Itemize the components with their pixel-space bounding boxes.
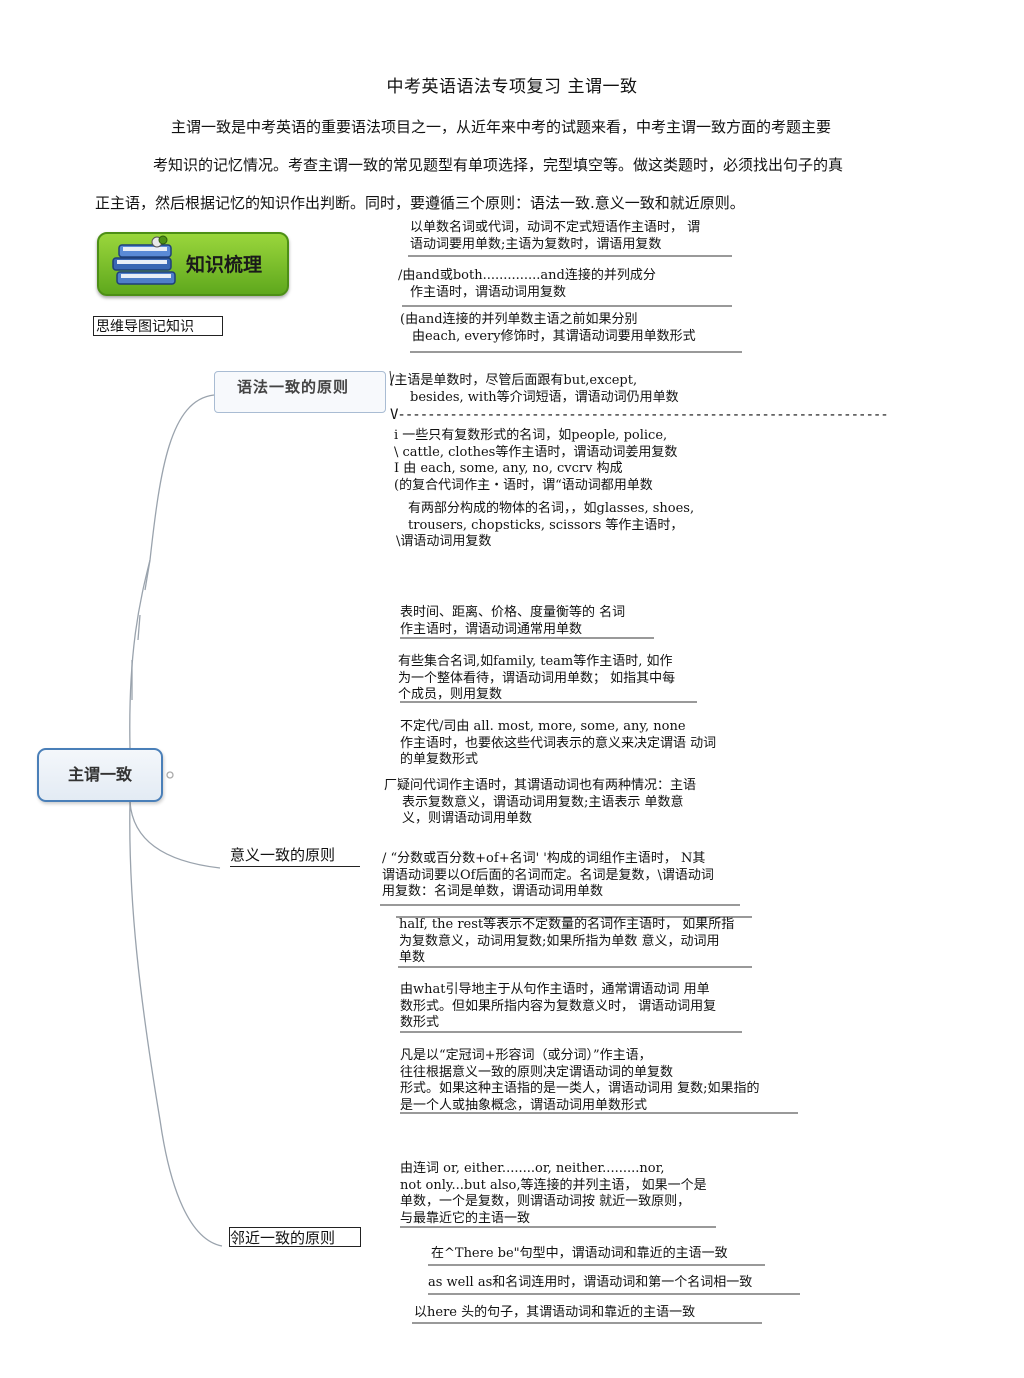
note-line: 形式。如果这种主语指的是一类人，谓语动词用 复数;如果指的 [400,1081,760,1096]
root-node: 主谓一致 [37,748,163,802]
note-line: 数形式 [400,1015,440,1030]
note-line: 厂疑问代词作主语时，其谓语动词也有两种情况：主语 [384,778,697,793]
note-line: 由连词 or, either........or, neither.......… [400,1161,665,1176]
note-line: 是一个人或抽象概念，谓语动词用单数形式 [400,1097,648,1113]
note-line: 表示复数意义，谓语动词用复数;主语表示 单数意 [402,794,684,810]
divider-dashes: V---------------------------------------… [390,407,889,423]
note-line: 为一个整体看待，谓语动词用单数； 如指其中每 [398,670,676,686]
note-grammar-4: /主语是单数时，尽管后面跟有but,except, besides, with等… [390,373,679,406]
note-line: /主语是单数时，尽管后面跟有but,except, [390,373,638,388]
note-line: / “分数或百分数+of+名词' '构成的词组作主语时， N其 [382,851,706,866]
note-line: \ cattle, clothes等作主语时，谓语动词姜用复数 [394,444,678,460]
note-proximity-3: as well as和名词连用时，谓语动词和第一个名词相一致 [428,1275,753,1290]
note-line: 个成员，则用复数 [398,687,503,702]
note-grammar-1: 以单数名词或代词，动词不定式短语作主语时， 谓 语动词要用单数;主语为复数时，谓… [410,220,700,253]
note-proximity-1: 由连词 or, either........or, neither.......… [400,1161,707,1227]
note-grammar-3: (由and连接的并列单数主语之前如果分别 由each, every修饰时，其谓语… [400,312,696,345]
note-grammar-5: i 一些只有复数形式的名词，如people, police, \ cattle,… [394,428,677,494]
note-line: 语动词要用单数;主语为复数时，谓语用复数 [410,236,662,252]
note-line: 的单复数形式 [400,752,479,767]
note-line: 表时间、距离、价格、度量衡等的 名词 [400,605,626,620]
note-line: 与最靠近它的主语一致 [400,1210,531,1226]
note-line: 作主语时，谓语动词用复数 [410,284,567,300]
intro-line: 正主语，然后根据记忆的知识作出判断。同时，要遵循三个原则：语法一致.意义一致和就… [95,194,745,212]
note-grammar-6: 有两部分构成的物体的名词，，如glasses, shoes, trousers,… [396,501,694,551]
note-line: 单数，一个是复数，则谓语动词按 就近一致原则， [400,1194,691,1209]
note-line: 单数 [399,950,426,965]
note-meaning-4: 厂疑问代词作主语时，其谓语动词也有两种情况：主语 表示复数意义，谓语动词用复数;… [384,778,696,828]
note-line: 不定代/司由 all. most, more, some, any, none [400,719,686,734]
note-line: 有些集合名词,如family, team等作主语时, 如作 [398,654,673,669]
note-line: 有两部分构成的物体的名词，，如glasses, shoes, [408,501,695,516]
note-meaning-3: 不定代/司由 all. most, more, some, any, none … [400,719,716,769]
badge-label: 知识梳理 [186,254,263,276]
note-line: (由and连接的并列单数主语之前如果分别 [400,312,638,327]
note-proximity-2: 在^There be"句型中，谓语动词和靠近的主语一致 [431,1246,728,1261]
note-line: (的复合代词作主・语时，谓“语动词都用单数 [394,477,653,493]
note-line: 凡是以“定冠词+形容词（或分词）”作主语， [400,1048,652,1063]
intro-paragraph: 主谓一致是中考英语的重要语法项目之一，从近年来中考的试题来看，中考主谓一致方面的… [95,108,895,222]
note-line: 由what引导地主于从句作主语时，通常谓语动词 用单 [400,982,710,997]
section-badge [97,232,289,296]
note-line: 为复数意义，动词用复数;如果所指为单数 意义，动词用 [399,933,720,949]
branch-proximity: 邻近一致的原则 [229,1227,361,1247]
note-line: /由and或both..............and连接的并列成分 [398,268,656,283]
note-meaning-5: / “分数或百分数+of+名词' '构成的词组作主语时， N其 谓语动词要以Of… [382,851,714,901]
note-line: i 一些只有复数形式的名词，如people, police, [394,428,668,443]
intro-line: 考知识的记忆情况。考查主谓一致的常见题型有单项选择，完型填空等。做这类题时，必须… [153,156,844,174]
note-line: not only...but also,等连接的并列主语， 如果一个是 [400,1177,707,1193]
note-line: I 由 each, some, any, no, cvcrv 构成 [394,461,623,476]
note-grammar-2: /由and或both..............and连接的并列成分 作主语时，… [398,268,656,301]
note-line: 义，则谓语动词用单数 [402,811,533,826]
note-line: 作主语时，也要依这些代词表示的意义来决定谓语 动词 [400,735,717,751]
note-proximity-4: 以here 头的句子，其谓语动词和靠近的主语一致 [414,1305,696,1320]
branch-meaning: 意义一致的原则 [230,844,360,867]
note-meaning-2: 有些集合名词,如family, team等作主语时, 如作 为一个整体看待，谓语… [398,654,675,704]
note-meaning-1: 表时间、距离、价格、度量衡等的 名词 作主语时，谓语动词通常用单数 [400,605,625,638]
note-line: half, the rest等表示不定数量的名词作主语时， 如果所指 [399,917,735,932]
note-line: \谓语动词用复数 [396,534,492,549]
note-meaning-8: 凡是以“定冠词+形容词（或分词）”作主语， 往往根据意义一致的原则决定谓语动词的… [400,1048,760,1114]
note-line: besides, with等介词短语，谓语动词仍用单数 [410,389,679,405]
branch-grammar: 语法一致的原则 [214,371,386,413]
note-meaning-7: 由what引导地主于从句作主语时，通常谓语动词 用单 数形式。但如果所指内容为复… [400,982,716,1032]
note-line: 谓语动词要以Of后面的名词而定。名词是复数，\谓语动词 [382,867,714,883]
note-line: 作主语时，谓语动词通常用单数 [400,621,583,637]
note-line: 往往根据意义一致的原则决定谓语动词的单复数 [400,1064,674,1080]
note-line: 数形式。但如果所指内容为复数意义时， 谓语动词用复 [400,998,717,1014]
intro-line: 主谓一致是中考英语的重要语法项目之一，从近年来中考的试题来看，中考主谓一致方面的… [171,118,832,136]
books-icon [112,235,176,285]
page-title: 中考英语语法专项复习 主谓一致 [386,77,638,97]
note-line: 用复数：名词是单数，谓语动词用单数 [382,884,604,899]
mindmap-caption: 思维导图记知识 [93,316,223,336]
note-line: 以单数名词或代词，动词不定式短语作主语时， 谓 [410,220,701,235]
note-line: 由each, every修饰时，其谓语动词要用单数形式 [412,328,696,344]
note-line: trousers, chopsticks, scissors 等作主语时， [408,517,684,533]
note-meaning-6: half, the rest等表示不定数量的名词作主语时， 如果所指 为复数意义… [399,917,734,967]
